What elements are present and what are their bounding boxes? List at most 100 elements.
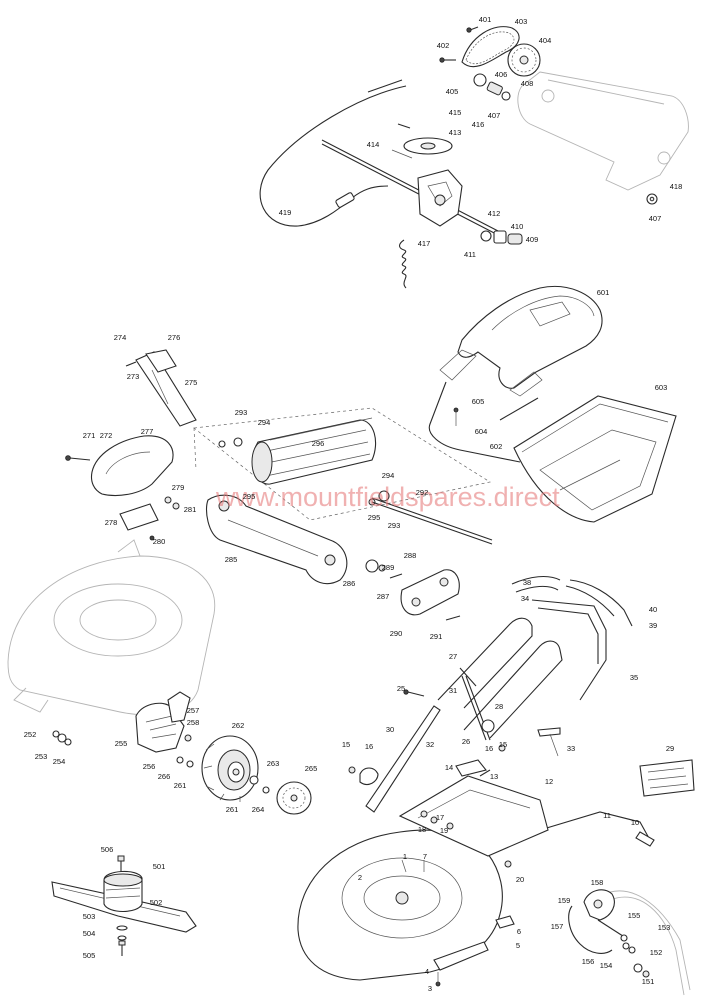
deck-reference-outline — [7, 539, 216, 716]
part-number-label: 20 — [516, 875, 524, 884]
part-number-label: 4 — [425, 967, 429, 976]
part-number-label: 158 — [591, 878, 604, 887]
part-number-label: 407 — [488, 111, 501, 120]
wheel-assembly — [52, 691, 312, 815]
deck-main — [297, 759, 549, 987]
part-number-label: 601 — [597, 288, 610, 297]
part-number-label: 3 — [428, 984, 432, 993]
part-number-label: 29 — [666, 744, 674, 753]
part-number-label: 265 — [305, 764, 318, 773]
part-number-label: 280 — [153, 537, 166, 546]
part-number-label: 275 — [185, 378, 198, 387]
part-number-label: 411 — [464, 250, 476, 259]
part-number-label: 501 — [153, 862, 166, 871]
drive-chain-assembly — [259, 26, 689, 289]
part-number-label: 151 — [642, 977, 655, 986]
part-number-label: 272 — [100, 431, 113, 440]
part-number-label: 5 — [516, 941, 520, 950]
part-number-label: 258 — [187, 718, 200, 727]
part-number-label: 156 — [582, 957, 595, 966]
part-number-label: 414 — [367, 140, 380, 149]
part-number-label: 285 — [225, 555, 238, 564]
part-number-label: 295 — [368, 513, 381, 522]
part-number-label: 506 — [101, 845, 114, 854]
part-number-label: 419 — [279, 208, 292, 217]
part-number-label: 412 — [488, 209, 501, 218]
part-number-label: 274 — [114, 333, 127, 342]
part-number-label: 159 — [558, 896, 571, 905]
part-number-label: 266 — [158, 772, 171, 781]
part-number-label: 291 — [430, 632, 443, 641]
part-number-label: 295 — [243, 492, 256, 501]
part-number-label: 415 — [449, 108, 462, 117]
watermark-text: www.mountfieldspares.direct — [215, 482, 560, 512]
part-number-label: 155 — [628, 911, 641, 920]
part-number-label: 256 — [143, 762, 156, 771]
part-number-label: 32 — [426, 740, 434, 749]
part-number-label: 154 — [600, 961, 613, 970]
roller-and-height-adjust-assembly — [65, 349, 493, 621]
part-number-label: 276 — [168, 333, 181, 342]
part-number-label: 281 — [184, 505, 197, 514]
part-number-label: 254 — [53, 757, 66, 766]
part-number-label: 404 — [539, 36, 552, 45]
starter-assembly — [568, 889, 691, 996]
part-number-label: 12 — [545, 777, 553, 786]
part-number-label: 418 — [670, 182, 683, 191]
part-number-label: 263 — [267, 759, 280, 768]
part-number-label: 293 — [388, 521, 401, 530]
part-number-label: 503 — [83, 912, 96, 921]
part-number-label: 13 — [490, 772, 498, 781]
part-number-label: 25 — [397, 684, 405, 693]
part-number-label: 408 — [521, 79, 534, 88]
part-number-label: 271 — [83, 431, 96, 440]
part-number-label: 39 — [649, 621, 657, 630]
part-number-label: 16 — [485, 744, 493, 753]
part-number-label: 286 — [343, 579, 356, 588]
part-number-label: 403 — [515, 17, 528, 26]
part-number-label: 277 — [141, 427, 154, 436]
part-number-label: 157 — [551, 922, 564, 931]
part-number-label: 292 — [416, 488, 429, 497]
part-number-label: 14 — [445, 763, 453, 772]
part-number-label: 405 — [446, 87, 459, 96]
part-number-label: 6 — [517, 927, 521, 936]
grass-collector-assembly — [428, 285, 677, 523]
part-number-label: 278 — [105, 518, 118, 527]
part-number-label: 407 — [649, 214, 662, 223]
part-number-label: 1 — [403, 852, 407, 861]
part-number-label: 603 — [655, 383, 668, 392]
part-number-label: 402 — [437, 41, 450, 50]
part-number-label: 287 — [377, 592, 390, 601]
part-number-label: 19 — [440, 826, 448, 835]
part-number-label: 605 — [472, 397, 485, 406]
part-number-label: 293 — [235, 408, 248, 417]
part-number-label: 153 — [658, 923, 671, 932]
part-number-label: 264 — [252, 805, 265, 814]
part-number-label: 18 — [418, 825, 426, 834]
part-number-label: 604 — [475, 427, 488, 436]
part-number-label: 255 — [115, 739, 128, 748]
part-number-label: 40 — [649, 605, 657, 614]
part-number-label: 261 — [174, 781, 187, 790]
part-number-label: 2 — [358, 873, 362, 882]
part-number-label: 31 — [449, 686, 457, 695]
part-number-label: 290 — [390, 629, 403, 638]
part-number-label: 602 — [490, 442, 503, 451]
part-number-label: 34 — [521, 594, 529, 603]
part-number-label: 409 — [526, 235, 539, 244]
part-number-label: 504 — [83, 929, 96, 938]
part-number-label: 253 — [35, 752, 48, 761]
part-number-label: 294 — [382, 471, 395, 480]
part-number-label: 26 — [462, 737, 470, 746]
part-number-label: 35 — [630, 673, 638, 682]
part-number-label: 15 — [499, 740, 507, 749]
part-number-label: 413 — [449, 128, 462, 137]
part-number-label: 294 — [258, 418, 271, 427]
part-number-label: 262 — [232, 721, 245, 730]
part-number-label: 401 — [479, 15, 492, 24]
part-number-label: 152 — [650, 948, 663, 957]
part-number-label: 33 — [567, 744, 575, 753]
